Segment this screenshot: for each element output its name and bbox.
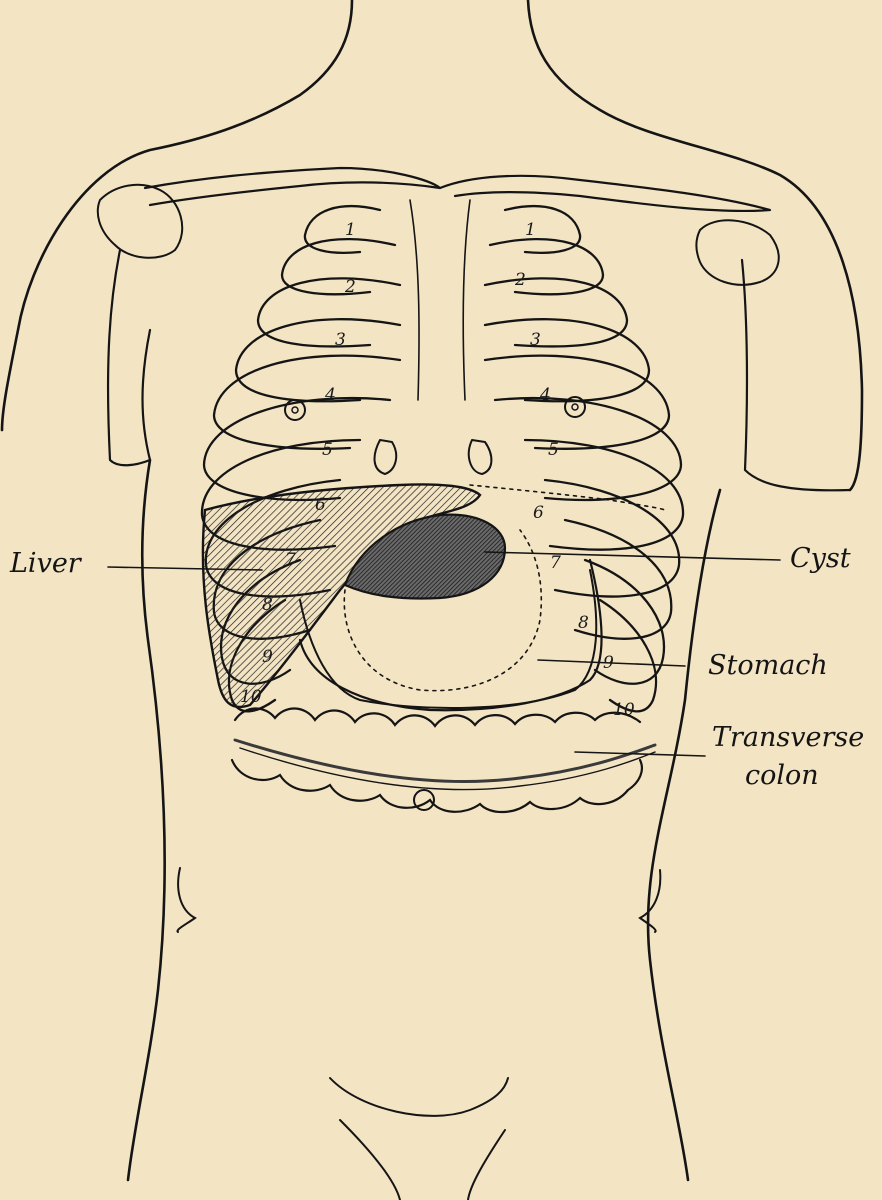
sternum [410,200,470,400]
left-rib-number-9: 9 [262,647,273,667]
cyst-leader [485,552,780,560]
left-shoulder-joint [98,185,182,258]
pubic-curve [330,1078,508,1116]
right-clavicle [440,176,770,211]
right-rib-number-8: 8 [578,613,589,633]
right-rib-number-9: 9 [603,653,614,673]
liver-label: Liver [10,550,81,577]
right-rib-number-5: 5 [548,440,559,460]
left-rib-number-6: 6 [315,495,326,515]
transverse-label: Transverse [712,724,864,751]
right-rib-number-6: 6 [533,503,544,523]
right-shoulder-joint [696,220,778,284]
left-rib-number-3: 3 [335,330,346,350]
right-rib-number-10: 10 [613,700,635,720]
left-rib-number-4: 4 [324,385,336,405]
right-rib-number-2: 2 [514,270,526,290]
colon-label: colon [745,762,819,789]
groin-lines [340,1120,505,1200]
stomach-label: Stomach [708,652,828,679]
left-rib-number-7: 7 [285,550,296,570]
right-rib-number-1: 1 [525,220,536,240]
right-rib-number-4: 4 [539,385,551,405]
right-rib-number-7: 7 [550,553,561,573]
left-rib-number-1: 1 [345,220,356,240]
xiphoid-right [469,440,492,474]
left-hip-crease [177,868,195,932]
right-armpit [742,260,850,490]
cyst-label: Cyst [790,545,851,572]
left-rib-number-5: 5 [322,440,333,460]
stomach-dotted-top [470,485,665,510]
colon-leader [575,752,705,756]
left-armpit [108,250,150,465]
left-clavicle [145,168,440,205]
right-rib-number-3: 3 [530,330,541,350]
torso-outline-right [528,0,862,1180]
colon-band [235,740,655,782]
xiphoid-left [375,440,397,474]
left-rib-number-8: 8 [262,595,273,615]
left-rib-number-10: 10 [240,687,262,707]
left-rib-number-2: 2 [344,277,356,297]
